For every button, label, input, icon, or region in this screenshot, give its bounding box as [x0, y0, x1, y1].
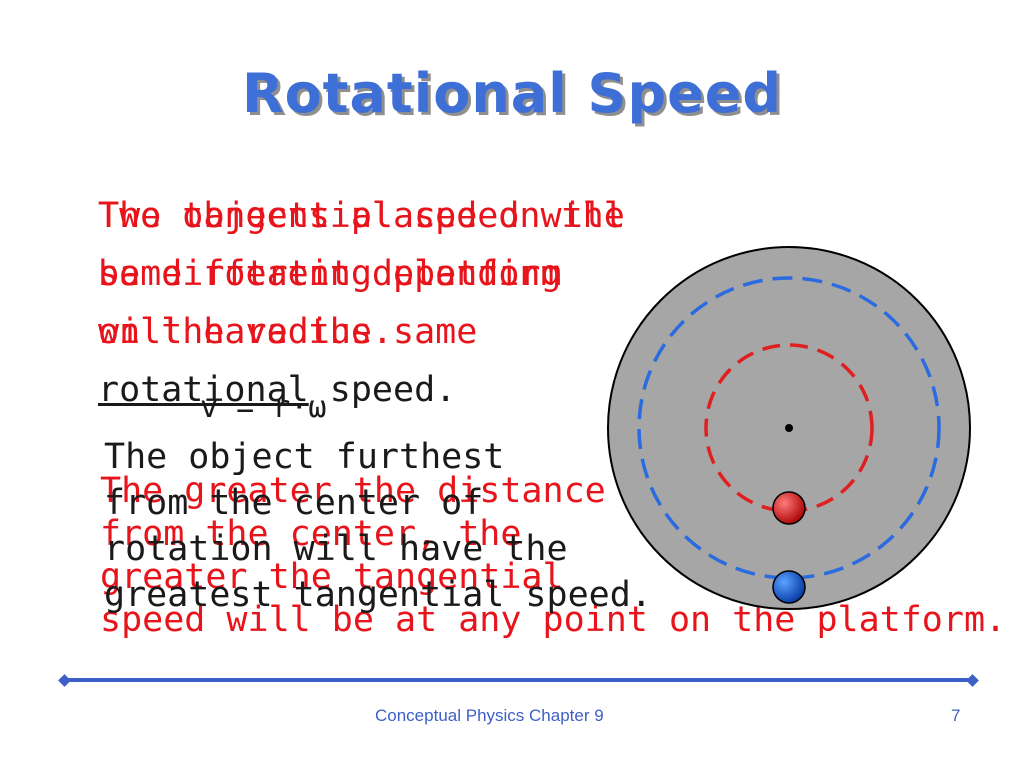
rotating-platform-diagram	[607, 246, 971, 610]
footer-rule-right-diamond	[966, 674, 979, 687]
rotational-tail: speed.	[308, 370, 457, 410]
text-layer-distance: The greater the distance from the center…	[100, 471, 1007, 640]
center-point	[785, 424, 793, 432]
text-layer-tangential: The tangential speed will be different d…	[98, 196, 625, 352]
text-layer-rotational: Two objects placed on the same rotating …	[98, 187, 625, 419]
slide-title: Rotational Speed	[242, 62, 782, 125]
outer-ball	[772, 570, 806, 604]
inner-orbit-path	[704, 343, 874, 513]
outer-orbit-path	[637, 276, 941, 580]
formula: v = r·ω	[200, 390, 327, 425]
footer-title: Conceptual Physics Chapter 9	[375, 706, 604, 725]
rotational-text-lines: Two objects placed on the same rotating …	[98, 196, 625, 352]
text-layer-furthest: The object furthest from the center of r…	[104, 437, 652, 615]
footer-rule	[60, 678, 970, 682]
rotational-underlined-word: rotational	[98, 370, 309, 410]
page-number: 7	[951, 706, 961, 725]
inner-ball	[772, 491, 806, 525]
